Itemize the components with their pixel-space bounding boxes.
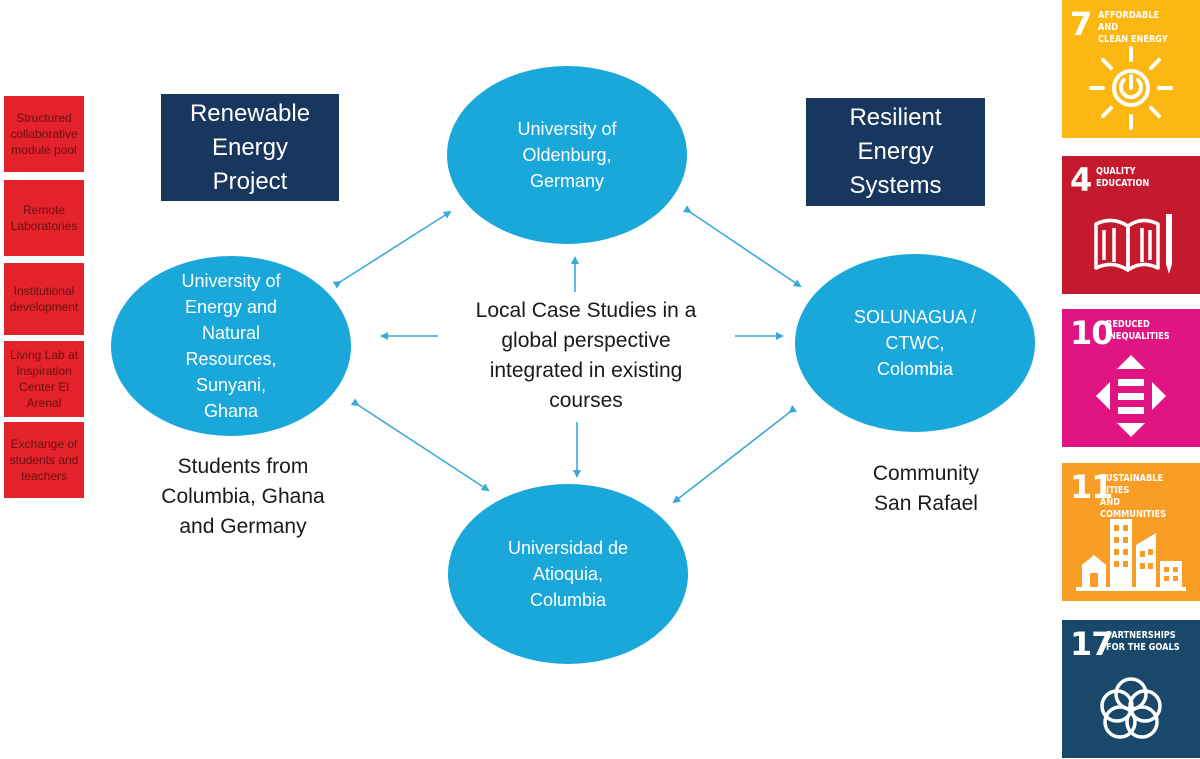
connection-arrows: [332, 205, 802, 504]
caption-students: Students from Columbia, Ghana and German…: [161, 455, 325, 538]
sdg-title: Reduced inequalities: [1106, 319, 1170, 342]
sdg-number: 7: [1070, 5, 1092, 43]
sdg-title: Sustainable cities and communities: [1100, 473, 1167, 520]
sdg-title: Quality education: [1096, 166, 1150, 189]
interlocking-rings-icon: [1100, 677, 1162, 739]
sdg-tile-11: 11 Sustainable cities and communities: [1062, 463, 1200, 601]
arrow-top-left: [332, 210, 452, 289]
sdg-tile-10: 10 Reduced inequalities: [1062, 309, 1200, 447]
sun-power-icon: [1089, 46, 1173, 130]
equality-arrows-icon: [1096, 355, 1166, 437]
sdg-tile-7: 7 Affordable and clean energy: [1062, 0, 1200, 138]
sdg-title: Partnerships for the goals: [1106, 630, 1180, 653]
arrow-right-bottom: [672, 405, 798, 504]
book-pencil-icon: [1094, 214, 1172, 274]
sdg-number: 4: [1070, 161, 1092, 199]
node-university-sunyani: University of Energy and Natural Resourc…: [111, 256, 351, 436]
sdg-title: Affordable and clean energy: [1098, 10, 1168, 45]
side-box-living-lab: Living Lab at Inspiration Center El Aren…: [4, 341, 84, 417]
side-box-exchange: Exchange of students and teachers: [4, 422, 84, 498]
arrow-left-bottom: [350, 398, 490, 492]
sdg-number: 11: [1070, 468, 1114, 506]
node-solunagua: SOLUNAGUA / CTWC, Colombia: [795, 254, 1035, 432]
side-box-module-pool: Structured collaborative module pool: [4, 96, 84, 172]
sdg-number: 10: [1070, 314, 1114, 352]
arrow-top-right: [682, 205, 802, 288]
city-buildings-icon: [1076, 519, 1186, 591]
sdg-tile-4: 4 Quality education: [1062, 156, 1200, 294]
side-box-remote-labs: Remote Laboratories: [4, 180, 84, 256]
side-box-institutional: Institutional development: [4, 263, 84, 335]
sdg-tile-17: 17 Partnerships for the goals: [1062, 620, 1200, 758]
sdg-number: 17: [1070, 625, 1114, 663]
node-universidad-atioquia: Universidad de Atioquia, Columbia: [448, 484, 688, 664]
center-text: Local Case Studies in a global perspecti…: [475, 299, 697, 412]
header-renewable-energy-project: Renewable Energy Project: [161, 94, 339, 201]
caption-community: Community San Rafael: [872, 462, 980, 515]
node-university-oldenburg: University of Oldenburg, Germany: [447, 66, 687, 244]
header-resilient-energy-systems: Resilient Energy Systems: [806, 98, 985, 206]
